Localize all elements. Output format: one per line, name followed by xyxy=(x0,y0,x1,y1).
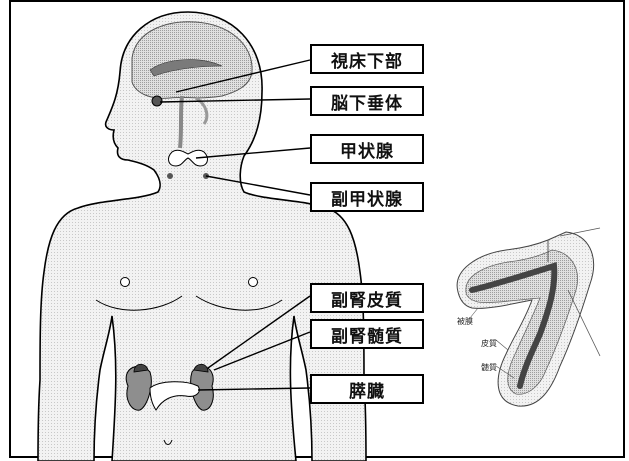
label-adrenal-cortex: 副腎皮質 xyxy=(310,283,424,313)
label-pituitary: 脳下垂体 xyxy=(310,86,424,116)
label-capsule: 被膜 xyxy=(457,316,473,327)
adrenal-cross-section xyxy=(457,228,600,406)
label-parathyroid: 副甲状腺 xyxy=(310,182,424,212)
label-hypothalamus: 視床下部 xyxy=(310,44,424,74)
label-medulla: 髄質 xyxy=(481,362,497,373)
label-pancreas: 膵臓 xyxy=(310,374,424,404)
label-cortex: 皮質 xyxy=(481,338,497,349)
label-adrenal-medulla: 副腎髄質 xyxy=(310,319,424,349)
label-thyroid: 甲状腺 xyxy=(310,134,424,164)
